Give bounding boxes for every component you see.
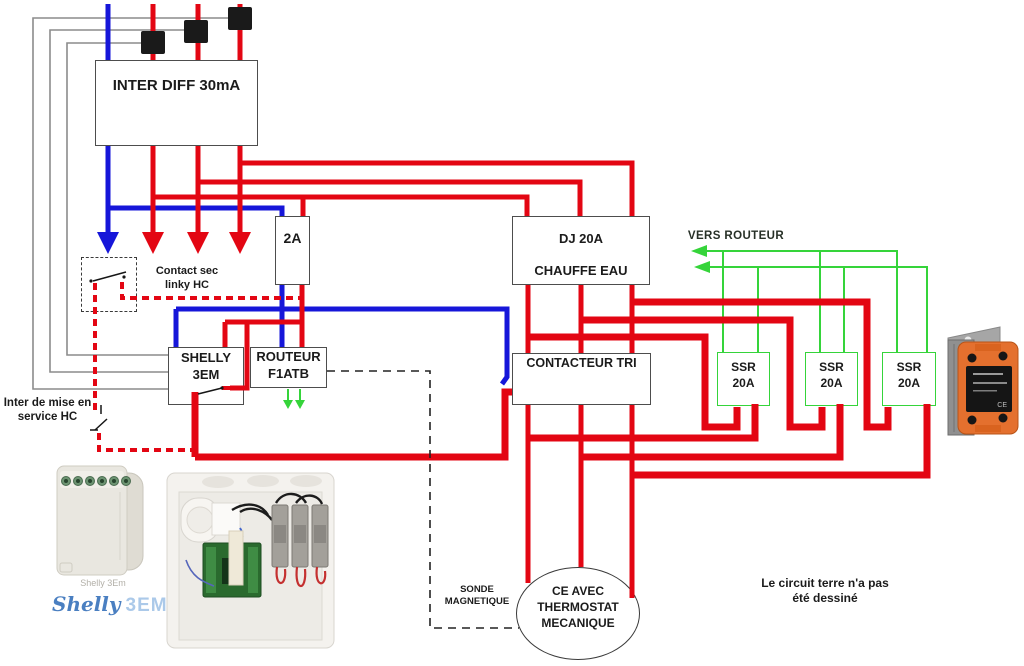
blue-neutral-wires [97,4,510,386]
down-arrow-icon [283,400,293,409]
down-arrow-icon [142,232,164,254]
ssr-box-1 [717,352,770,406]
down-arrow-icon [97,232,119,254]
ce-thermostat-ellipse [516,567,640,660]
down-arrow-icon [187,232,209,254]
ce-mark-label: CE [997,402,1007,409]
green-control-wires [283,245,928,409]
dashed-red-wires [93,282,300,452]
inter-diff-box [95,60,258,146]
inter-hc-switch-icon [90,405,108,431]
shelly-3em-box [168,347,244,405]
contact-sec-switch-box [81,257,137,312]
contacteur-box [512,353,651,405]
left-arrow-icon [691,245,707,257]
linky-switch-icon [89,271,127,283]
red-phase-wires [142,4,931,598]
dj-20a-box [512,216,650,285]
left-arrow-icon [694,261,710,273]
ct-clamp-wires [32,17,229,390]
ssr-box-2 [805,352,858,406]
shelly-product-photo [56,465,144,576]
shelly-relay-switch-icon [197,386,224,395]
ssr-box-3 [882,352,936,406]
routeur-box [250,347,327,388]
sonde-dashed-wire [327,370,519,629]
panel-photo [166,472,335,649]
down-arrow-icon [229,232,251,254]
down-arrow-icon [295,400,305,409]
ct-clamps [141,7,252,54]
orange-ssr-photo: CE [947,326,1019,436]
breaker-2a-box [275,216,310,285]
